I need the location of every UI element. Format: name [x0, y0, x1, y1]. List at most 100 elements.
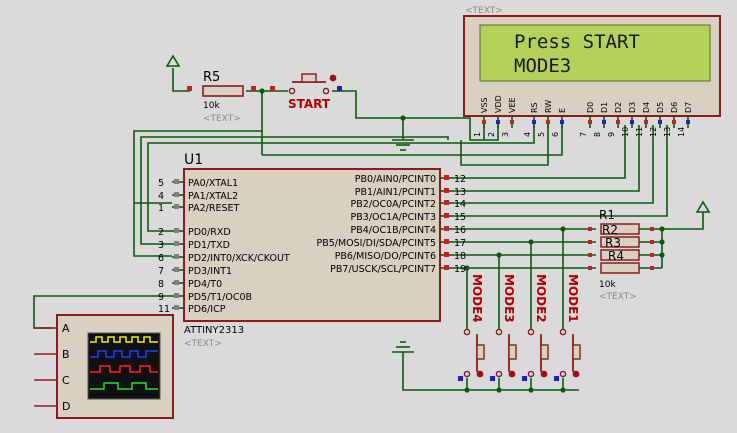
wire-e — [262, 125, 563, 156]
mcu-right-pin-name: PB3/OC1A/PCINT3 — [351, 212, 436, 223]
wire-start-gnd — [332, 90, 404, 140]
wire-r5-vcc — [172, 68, 190, 92]
mcu-right-pin-name: PB0/AIN0/PCINT0 — [355, 174, 436, 185]
lcd-pin-number: 5 — [537, 132, 546, 137]
lcd-pin-label: VEE — [508, 97, 517, 113]
mcu-left-pin-name: PD0/RXD — [188, 227, 231, 238]
wire-vss — [403, 117, 499, 141]
mcu-right-pin-num: 14 — [454, 199, 466, 210]
mcu-left-pin-num: 11 — [158, 304, 170, 315]
r5-resistor: R5 10k <TEXT> — [187, 70, 256, 124]
mcu-left-pin-num: 3 — [158, 240, 164, 251]
mcu-right-pin-name: PB7/USCK/SCL/PCINT7 — [330, 264, 436, 275]
lcd-pin-label: E — [558, 108, 567, 113]
lcd-pin-number: 9 — [607, 132, 616, 137]
mcu-body — [183, 168, 441, 322]
lcd-text-tag: <TEXT> — [465, 6, 503, 16]
mcu-left-pin-name: PD4/T0 — [188, 279, 222, 290]
mode-button[interactable]: MODE4 — [458, 274, 485, 381]
wire-pb0 — [452, 125, 626, 179]
lcd-pin-number: 12 — [649, 127, 658, 137]
start-label: START — [288, 97, 331, 111]
wire-pb3 — [452, 125, 668, 217]
lcd-pin-number: 1 — [473, 132, 482, 137]
wire-pd1 — [140, 136, 449, 245]
mcu-left-pin-num: 9 — [158, 292, 164, 303]
mcu-left-pin-num: 5 — [158, 178, 164, 189]
mode-button[interactable]: MODE2 — [522, 274, 549, 381]
mcu-ref: U1 — [184, 152, 203, 168]
lcd-pin-number: 10 — [621, 127, 630, 137]
lcd-pin-label: RW — [544, 100, 553, 113]
power-symbols — [165, 54, 711, 353]
mode-button[interactable]: MODE3 — [490, 274, 517, 381]
mcu-left-pin-name: PD3/INT1 — [188, 266, 232, 277]
lcd-pin-number: 2 — [487, 132, 496, 137]
mcu-right-pin-name: PB4/OC1B/PCINT4 — [351, 225, 436, 236]
mcu-left-pins: PA0/XTAL15PA1/XTAL24PA2/RESET1PD0/RXD2PD… — [158, 178, 290, 315]
mcu-right-pin-num: 16 — [454, 225, 466, 236]
mcu-right-pin-num: 19 — [454, 264, 466, 275]
mcu-right-pin-num: 12 — [454, 174, 466, 185]
mode-label: MODE2 — [534, 274, 548, 323]
lcd-pin-label: VDD — [494, 95, 503, 113]
mcu-right-pin-name: PB5/MOSI/DI/SDA/PCINT5 — [316, 238, 436, 249]
r5-body — [202, 85, 244, 97]
scope-channel-label: C — [62, 374, 70, 387]
mcu-right-pin-num: 18 — [454, 251, 466, 262]
lcd-pin-label: D6 — [670, 102, 679, 113]
lcd-pin-label: RS — [530, 102, 539, 113]
mcu-left-pin-name: PA1/XTAL2 — [188, 191, 238, 202]
mcu-chip: U1 ATTINY2313 <TEXT> PA0/XTAL1 5PA1/XTAL2… — [158, 152, 466, 349]
scope-channel-label: A — [62, 322, 70, 335]
lcd-pin-number: 13 — [663, 127, 672, 137]
r5-text-tag: <TEXT> — [203, 114, 241, 124]
mcu-left-pin-name: PA2/RESET — [188, 203, 240, 214]
mcu-right-pin-num: 15 — [454, 212, 466, 223]
mcu-left-pin-num: 7 — [158, 266, 164, 277]
mcu-left-pin-name: PD5/T1/OC0B — [188, 292, 252, 303]
mcu-left-pin-name: PD6/ICP — [188, 304, 226, 315]
vcc-arrow-icon — [165, 54, 181, 67]
mcu-right-pin-num: 13 — [454, 187, 466, 198]
ground-icon — [392, 139, 414, 151]
mcu-left-pin-name: PD1/TXD — [188, 240, 230, 251]
wire-rvcc — [662, 212, 704, 230]
mcu-left-pin-name: PD2/INT0/XCK/CKOUT — [188, 253, 290, 264]
vcc-arrow-icon — [695, 200, 711, 213]
lcd-pin-number: 8 — [593, 132, 602, 137]
scope-channel-label: B — [62, 348, 70, 361]
r5-value: 10k — [203, 101, 220, 111]
lcd-pin-number: 14 — [677, 127, 686, 137]
lcd-pin-number: 7 — [579, 132, 588, 137]
lcd-pin-number: 3 — [501, 132, 510, 137]
resistor-value: 10k — [599, 280, 616, 290]
scope-trace-d — [90, 382, 158, 390]
mcu-part: ATTINY2313 — [184, 325, 244, 336]
scope-trace-b — [90, 350, 158, 358]
mcu-right-pin-name: PB1/AIN1/PCINT1 — [355, 187, 436, 198]
resistor-label: R1 — [599, 208, 615, 222]
lcd-pin-label: D7 — [684, 102, 693, 113]
start-button[interactable]: START — [270, 73, 342, 111]
mcu-left-pin-num: 8 — [158, 279, 164, 290]
mcu-right-pin-name: PB2/OC0A/PCINT2 — [351, 199, 436, 210]
mcu-text-tag: <TEXT> — [184, 339, 222, 349]
lcd-pin-label: D2 — [614, 102, 623, 113]
lcd-pin-label: D4 — [642, 102, 651, 113]
resistor-body — [600, 262, 640, 274]
lcd-pin-number: 6 — [551, 132, 560, 137]
wire-gnd-bus — [402, 352, 579, 391]
mcu-right-pin-num: 17 — [454, 238, 466, 249]
lcd-pin-label: D1 — [600, 102, 609, 113]
wire-rw — [460, 125, 549, 166]
lcd-display: <TEXT> Press START MODE3 VSS1VDD2VEE3RS4… — [463, 6, 721, 137]
mcu-left-pin-name: PA0/XTAL1 — [188, 178, 238, 189]
mcu-right-pin-name: PB6/MISO/DO/PCINT6 — [335, 251, 436, 262]
lcd-line2: MODE3 — [514, 55, 571, 77]
mcu-left-pin-num: 6 — [158, 253, 164, 264]
mode-button[interactable]: MODE1 — [554, 274, 581, 381]
